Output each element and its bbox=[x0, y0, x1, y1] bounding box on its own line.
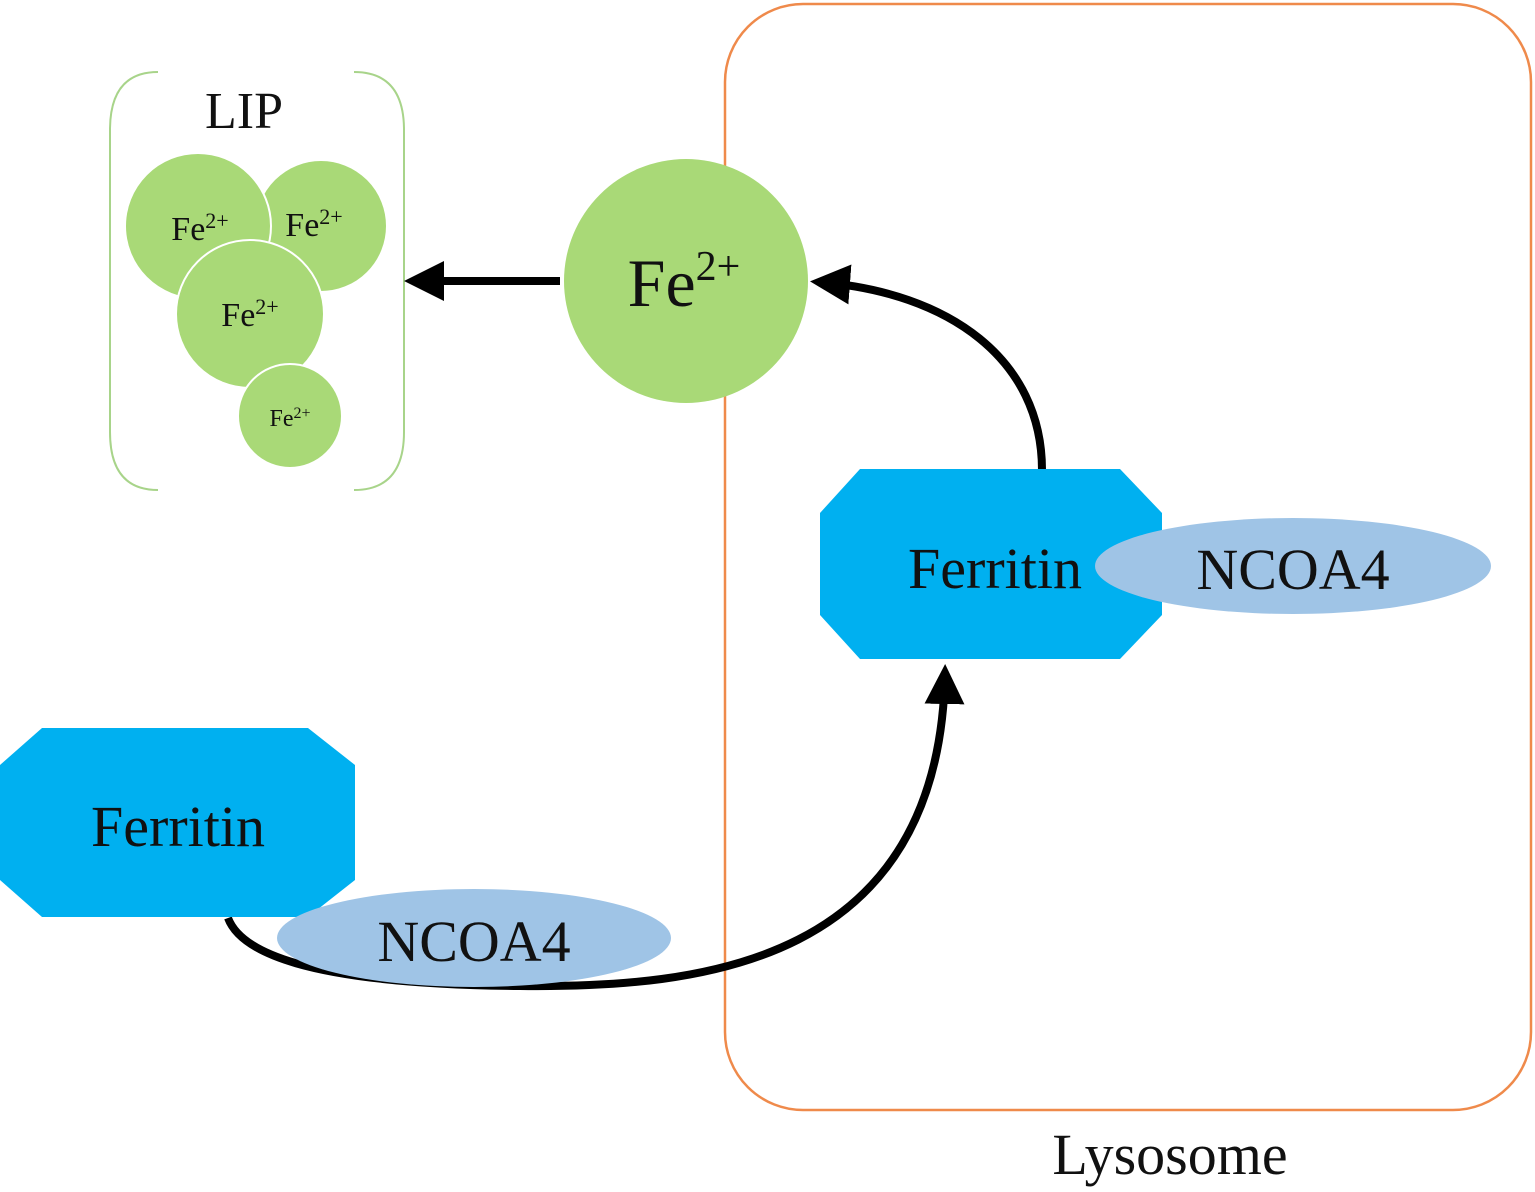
fe-charge: 2+ bbox=[319, 204, 342, 229]
fe-label: Fe bbox=[285, 207, 319, 244]
lysosome-compartment bbox=[723, 2, 1533, 1112]
ncoa4-cytosolic: NCOA4 bbox=[277, 889, 671, 987]
arrow-complex-to-lysosome bbox=[224, 664, 965, 991]
ncoa4-lysosomal: NCOA4 bbox=[1095, 518, 1491, 614]
fe-label: Fe bbox=[221, 297, 255, 334]
fe-charge: 2+ bbox=[696, 244, 741, 290]
lysosomal-ferritin-ncoa4-complex: Ferritin NCOA4 bbox=[820, 469, 1491, 659]
fe-charge: 2+ bbox=[255, 294, 278, 319]
svg-text:Fe2+: Fe2+ bbox=[285, 204, 342, 244]
ferritin-label: Ferritin bbox=[91, 794, 265, 859]
cytosolic-ferritin-ncoa4-complex: Ferritin NCOA4 bbox=[0, 728, 671, 987]
ferritin-lysosomal: Ferritin bbox=[820, 469, 1162, 659]
fe-label: Fe bbox=[628, 245, 696, 321]
ncoa4-label: NCOA4 bbox=[377, 909, 570, 974]
lip-iron-circle: Fe2+ bbox=[237, 363, 343, 469]
lip-iron-cluster: Fe2+ Fe2+ Fe2+ Fe2+ bbox=[124, 152, 388, 469]
svg-text:Fe2+: Fe2+ bbox=[628, 244, 741, 321]
svg-text:Fe2+: Fe2+ bbox=[221, 294, 278, 334]
ferritin-cytosolic: Ferritin bbox=[0, 728, 355, 917]
fe-label: Fe bbox=[171, 211, 205, 248]
fe-label: Fe bbox=[269, 406, 293, 432]
lip-label: LIP bbox=[205, 83, 283, 140]
lysosome-label: Lysosome bbox=[1052, 1122, 1287, 1187]
arrow-complex-to-iron bbox=[810, 264, 1046, 471]
lip-bracket-right bbox=[353, 71, 405, 491]
lip-bracket-left bbox=[109, 71, 159, 491]
ncoa4-label: NCOA4 bbox=[1196, 537, 1389, 602]
ferritin-label: Ferritin bbox=[908, 536, 1082, 601]
released-iron: Fe2+ bbox=[564, 159, 808, 403]
fe-charge: 2+ bbox=[293, 405, 310, 422]
lip-iron-circle: Fe2+ bbox=[175, 239, 325, 389]
fe-charge: 2+ bbox=[205, 208, 228, 233]
svg-text:Fe2+: Fe2+ bbox=[171, 208, 228, 248]
svg-text:Fe2+: Fe2+ bbox=[269, 405, 310, 432]
